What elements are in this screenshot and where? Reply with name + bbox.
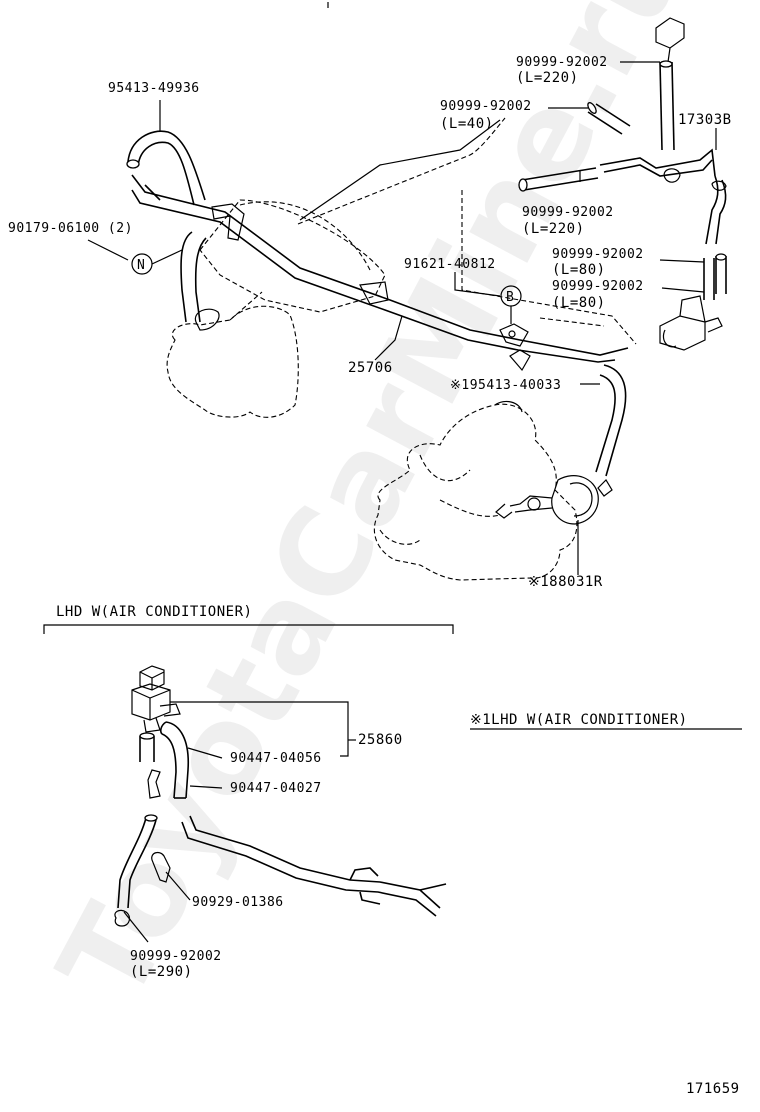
lower-hoses: [114, 721, 447, 927]
label-l80-e: (L=80): [552, 295, 606, 311]
watermark: ToyotaCarMine.ru: [33, 0, 716, 1024]
dashed-b-2: [539, 317, 605, 327]
label-90999-92002-a: 90999-92002: [516, 55, 608, 70]
tube-joint: [509, 349, 531, 372]
leaders-lower: [123, 701, 356, 943]
label-90999-92002-f: 90999-92002: [130, 949, 222, 964]
actuator-188031r: [495, 475, 613, 525]
label-91621-40812: 91621-40812: [404, 257, 496, 272]
label-90999-92002-d: 90999-92002: [552, 247, 644, 262]
label-l80-d: (L=80): [552, 262, 606, 278]
label-17303b: 17303B: [678, 112, 732, 128]
label-l220-a: (L=220): [516, 70, 579, 86]
label-90179-06100: 90179-06100 (2): [8, 221, 133, 236]
hose-left-down-a: [180, 231, 193, 323]
tube-25706: [131, 174, 629, 363]
circle-label-b: B: [506, 290, 514, 305]
label-188031r: ※188031R: [528, 574, 603, 590]
bracket-mid: [359, 281, 389, 305]
section-divider: [43, 624, 454, 634]
label-90999-92002-e: 90999-92002: [552, 279, 644, 294]
label-90447-04056: 90447-04056: [230, 751, 322, 766]
intake-dashed-inner: [239, 201, 371, 271]
engine-left-outline: [166, 291, 299, 418]
bracket-left: [211, 203, 245, 241]
label-90999-92002-b: 90999-92002: [440, 99, 532, 114]
dashed-box-b: [461, 190, 637, 345]
label-25860: 25860: [358, 732, 403, 748]
label-95413-49936: 95413-49936: [108, 81, 200, 96]
label-195413-40033: ※195413-40033: [450, 378, 561, 393]
hose-group-right-upper: [518, 17, 727, 351]
hose-195413-40033: [595, 364, 627, 477]
vsv-25860: [131, 665, 181, 733]
clamp-91621: [499, 323, 529, 347]
leader-dashed-17303b: [297, 117, 506, 225]
label-l290: (L=290): [130, 964, 193, 980]
figure-number: 171659: [686, 1081, 740, 1097]
label-l220-c: (L=220): [522, 221, 585, 237]
clamp-hole: [508, 330, 516, 338]
hose-left-down-b: [194, 237, 207, 323]
label-25706: 25706: [348, 360, 393, 376]
label-90447-04027: 90447-04027: [230, 781, 322, 796]
label-90999-92002-c: 90999-92002: [522, 205, 614, 220]
section-title-lhd-1: ※1LHD W(AIR CONDITIONER): [470, 712, 688, 728]
leaders-upper: [87, 61, 717, 575]
label-90929-01386: 90929-01386: [192, 895, 284, 910]
hose-95413-49936: [126, 130, 206, 206]
circle-label-n: N: [137, 258, 145, 273]
engine-right-outline: [373, 400, 578, 581]
section-title-lhd: LHD W(AIR CONDITIONER): [56, 604, 252, 620]
label-l40: (L=40): [440, 116, 494, 132]
